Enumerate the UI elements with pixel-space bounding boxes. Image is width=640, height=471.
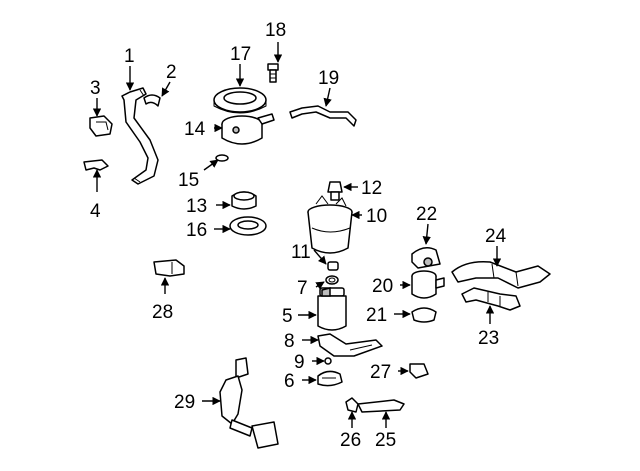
part-21-base xyxy=(411,307,437,323)
part-28-connector xyxy=(153,259,185,277)
part-11-fitting xyxy=(327,261,339,271)
callout-9: 9 xyxy=(294,352,305,373)
part-23-short-hose xyxy=(461,287,521,311)
part-20-canister xyxy=(411,270,445,299)
callout-15: 15 xyxy=(178,170,199,191)
callout-11: 11 xyxy=(291,242,311,263)
leader-lines xyxy=(92,42,502,428)
part-1-filler-hose xyxy=(121,87,159,185)
callout-28: 28 xyxy=(152,302,173,323)
part-29-pedal-arm xyxy=(219,357,279,449)
callout-7: 7 xyxy=(297,278,308,299)
callout-19: 19 xyxy=(318,68,339,89)
callout-2: 2 xyxy=(166,62,177,83)
part-16-gasket xyxy=(229,216,267,236)
part-5-fuel-pump xyxy=(317,287,347,331)
callout-21: 21 xyxy=(366,305,387,326)
part-12-valve xyxy=(327,181,343,201)
part-19-vent-hose xyxy=(289,105,357,127)
part-13-cap xyxy=(231,191,257,210)
callout-13: 13 xyxy=(186,196,207,217)
callout-14: 14 xyxy=(184,119,206,140)
part-4-clip xyxy=(83,159,109,171)
callout-27: 27 xyxy=(370,362,391,383)
part-17-gasket-ring xyxy=(213,87,267,114)
callout-26: 26 xyxy=(340,430,361,451)
part-18-bolt xyxy=(267,63,279,83)
part-2-hose-clamp xyxy=(143,94,161,107)
callout-29: 29 xyxy=(174,392,195,413)
callout-3: 3 xyxy=(90,78,101,99)
callout-20: 20 xyxy=(372,276,393,297)
callout-5: 5 xyxy=(282,306,293,327)
part-9-washer xyxy=(324,357,332,365)
callout-22: 22 xyxy=(416,204,437,225)
part-3-bracket xyxy=(89,115,113,137)
callout-17: 17 xyxy=(230,44,251,65)
part-26-fitting xyxy=(345,397,359,413)
callout-4: 4 xyxy=(90,201,101,222)
callout-6: 6 xyxy=(284,371,295,392)
part-8-strainer xyxy=(317,333,383,357)
part-22-canister-cap xyxy=(411,247,441,269)
callout-23: 23 xyxy=(478,328,499,349)
callout-labels: 1 2 3 4 5 6 7 8 9 10 11 12 13 14 15 16 1… xyxy=(90,20,507,451)
callout-25: 25 xyxy=(375,430,396,451)
callout-1: 1 xyxy=(124,46,135,67)
part-27-clip xyxy=(409,363,429,379)
part-10-pump-module xyxy=(307,195,353,254)
part-6-retainer xyxy=(317,370,343,387)
callout-10: 10 xyxy=(366,206,387,227)
part-7-o-ring xyxy=(325,275,339,285)
callout-8: 8 xyxy=(284,331,295,352)
callout-16: 16 xyxy=(186,220,207,241)
callout-24: 24 xyxy=(485,226,507,247)
part-24-hose xyxy=(451,260,551,289)
callout-12: 12 xyxy=(361,178,382,199)
part-25-tube xyxy=(357,399,405,413)
part-15-o-ring xyxy=(215,154,229,162)
part-14-canister xyxy=(221,113,275,145)
callout-18: 18 xyxy=(265,20,286,41)
